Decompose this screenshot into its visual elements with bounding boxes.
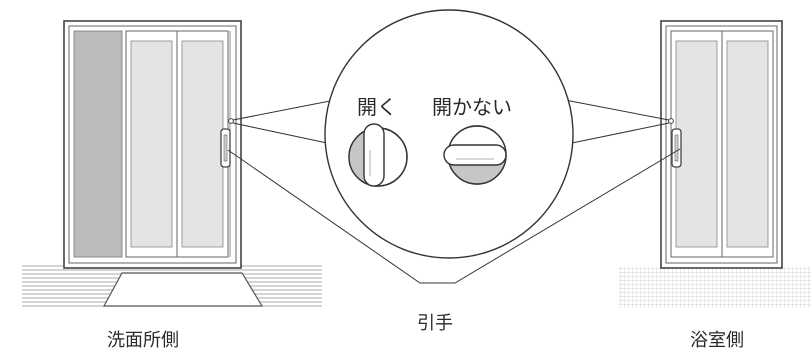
handle-label: 引手 [417, 313, 453, 334]
open-label: 開く [357, 95, 397, 119]
bath-mat [102, 272, 264, 307]
bathroom-lock-point [668, 118, 674, 124]
bathroom-side-label: 浴室側 [690, 330, 744, 351]
bathroom-door [660, 20, 783, 269]
locked-label: 開かない [432, 95, 512, 119]
callout-circle [324, 9, 574, 259]
handle-leader-lines [227, 148, 681, 284]
washroom-lock-point [228, 118, 234, 124]
open-indicator-icon [348, 123, 408, 187]
locked-indicator-icon [443, 125, 507, 185]
callout-leader-lines [232, 99, 670, 144]
washroom-side-label: 洗面所側 [107, 330, 179, 351]
bathroom-floor [618, 266, 811, 308]
washroom-handle [220, 128, 231, 168]
washroom-door [63, 20, 242, 269]
bathroom-handle [671, 128, 682, 168]
